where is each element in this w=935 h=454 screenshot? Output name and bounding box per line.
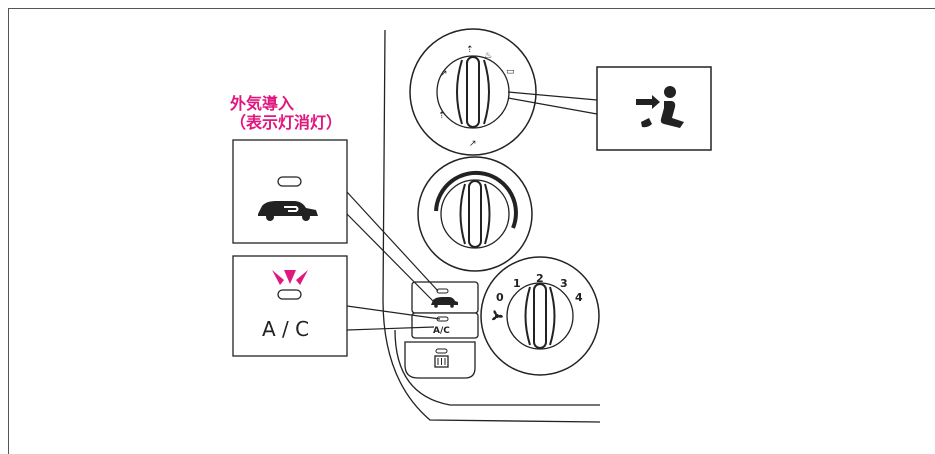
ac-button-small-label: A/C bbox=[433, 326, 450, 336]
frame-border-top bbox=[8, 8, 935, 9]
ac-button-small[interactable]: A/C bbox=[411, 312, 479, 339]
airflow-callout-box bbox=[596, 66, 712, 151]
temperature-dial[interactable] bbox=[417, 156, 533, 272]
airflow-mode-markings: ↗ ⇡ ♨ ▭ ⇡ ↗ bbox=[438, 45, 515, 149]
svg-text:▭: ▭ bbox=[506, 67, 515, 77]
ac-callout-box: A / C bbox=[232, 255, 348, 357]
face-vent-airflow-icon bbox=[636, 86, 684, 128]
recirc-button[interactable] bbox=[411, 281, 479, 314]
fan-speed-dial[interactable]: 0 1 2 3 4 bbox=[480, 256, 600, 376]
ac-callout-label: A / C bbox=[262, 317, 309, 341]
callout-label-line1: 外気導入 bbox=[230, 94, 295, 113]
fan-speed-label-4: 4 bbox=[575, 291, 583, 304]
svg-text:⇡: ⇡ bbox=[438, 111, 446, 121]
rear-defogger-icon bbox=[434, 355, 449, 368]
frame-border-left bbox=[8, 8, 9, 454]
callout-label: 外気導入 （表示灯消灯） bbox=[230, 94, 342, 132]
fan-icon bbox=[492, 310, 503, 321]
rear-defogger-button[interactable] bbox=[404, 341, 476, 379]
airflow-mode-dial[interactable]: ↗ ⇡ ♨ ▭ ⇡ ↗ bbox=[409, 28, 537, 156]
indicator-lit-icon bbox=[272, 270, 308, 285]
fan-speed-label-3: 3 bbox=[560, 277, 568, 290]
outside-air-car-icon bbox=[431, 297, 458, 308]
fan-speed-label-2: 2 bbox=[536, 272, 544, 285]
fan-speed-label-0: 0 bbox=[496, 291, 504, 304]
leader-lines bbox=[346, 91, 598, 331]
callout-label-line2: （表示灯消灯） bbox=[230, 113, 343, 132]
svg-text:↗: ↗ bbox=[469, 139, 477, 149]
svg-text:⇡: ⇡ bbox=[466, 45, 474, 55]
dashboard-panel-outline bbox=[382, 29, 601, 423]
recirc-callout-box bbox=[232, 139, 348, 244]
svg-text:♨: ♨ bbox=[484, 51, 492, 61]
outside-air-car-icon-large bbox=[258, 201, 318, 221]
svg-text:↗: ↗ bbox=[440, 69, 448, 79]
fan-speed-label-1: 1 bbox=[513, 277, 521, 290]
